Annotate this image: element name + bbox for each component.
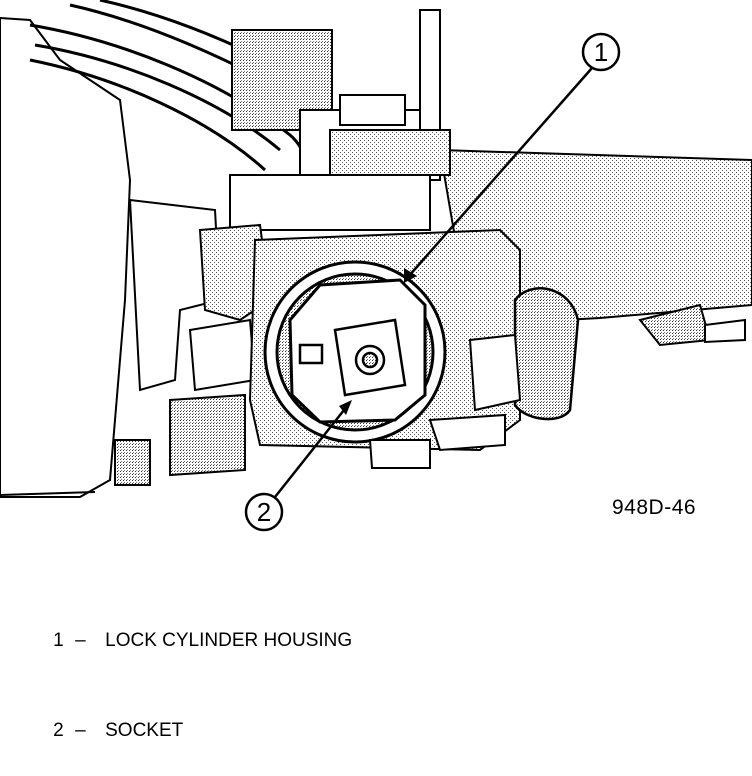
callout-1-label: 1: [594, 37, 608, 67]
legend-item-1: 1–LOCK CYLINDER HOUSING: [32, 596, 352, 686]
multifunction-knob: [513, 287, 580, 421]
legend: 1–LOCK CYLINDER HOUSING 2–SOCKET: [32, 596, 352, 776]
legend-label: LOCK CYLINDER HOUSING: [105, 630, 353, 651]
legend-dash: –: [75, 720, 86, 741]
callout-2-circle: [244, 492, 284, 532]
figure-code: 948D-46: [612, 496, 697, 519]
steering-column-illustration: 1 2: [0, 0, 752, 532]
legend-number: 2: [53, 720, 64, 741]
callout-2-arrowhead: [339, 400, 352, 415]
lower-bracket: [114, 198, 272, 486]
legend-dash: –: [75, 630, 86, 651]
upper-housing: [229, 9, 451, 231]
callout-1-leader: [407, 67, 593, 278]
legend-number: 1: [53, 630, 64, 651]
callout-1-circle: [581, 32, 621, 72]
connector: [368, 439, 431, 469]
callout-2-label: 2: [257, 497, 271, 527]
callout-2-leader: [274, 404, 349, 498]
callout-1: 1: [404, 32, 621, 283]
legend-label: SOCKET: [105, 720, 184, 741]
legend-item-2: 2–SOCKET: [32, 686, 352, 776]
dash-panel: [0, 16, 132, 498]
socket: [298, 318, 407, 397]
callout-2: 2: [244, 400, 352, 532]
callout-1-arrowhead: [404, 268, 417, 283]
